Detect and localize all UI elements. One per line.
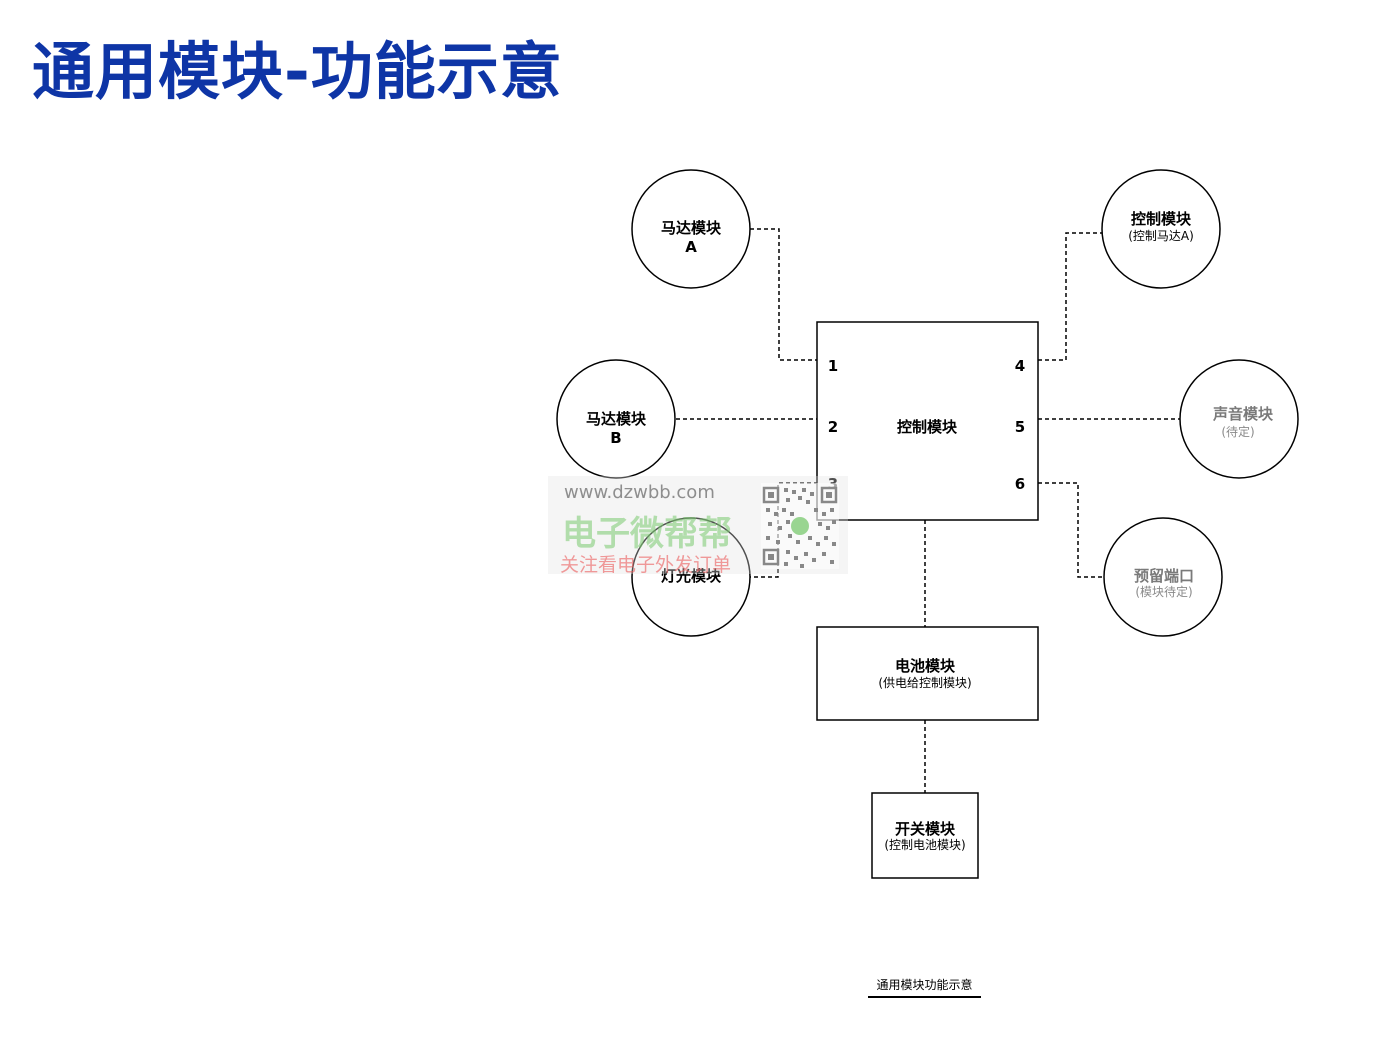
page-title: 通用模块-功能示意 bbox=[32, 35, 563, 108]
connector-port4-ctrl-ext bbox=[1038, 232, 1102, 361]
watermark-slogan: 关注看电子外发订单 bbox=[560, 554, 732, 576]
sound-name: 声音模块 bbox=[1212, 405, 1274, 423]
control-module-box bbox=[816, 321, 1039, 521]
control-module-label: 控制模块 bbox=[897, 418, 958, 436]
light-circle bbox=[631, 517, 751, 637]
battery-box bbox=[816, 626, 1039, 721]
node-control-external: 控制模块 (控制马达A) bbox=[1101, 169, 1221, 289]
motor-a-circle bbox=[631, 169, 751, 289]
watermark-url: www.dzwbb.com bbox=[564, 482, 715, 503]
port-2-label: 2 bbox=[828, 418, 838, 436]
motor-b-sub: B bbox=[610, 429, 621, 447]
port-6-label: 6 bbox=[1015, 475, 1025, 493]
connector-port1-motor-a bbox=[750, 228, 818, 361]
connector-port6-reserved bbox=[1038, 482, 1104, 578]
node-battery: 电池模块 (供电给控制模块) bbox=[816, 626, 1039, 721]
reserved-sub: (模块待定) bbox=[1135, 584, 1192, 599]
ctrl-ext-circle bbox=[1101, 169, 1221, 289]
light-name: 灯光模块 bbox=[661, 567, 722, 585]
port-5-label: 5 bbox=[1015, 418, 1025, 436]
port-1-label: 1 bbox=[828, 357, 838, 375]
switch-name: 开关模块 bbox=[895, 820, 956, 838]
node-light: 灯光模块 bbox=[631, 517, 751, 637]
reserved-name: 预留端口 bbox=[1134, 567, 1194, 585]
node-motor-a: 马达模块 A bbox=[631, 169, 751, 289]
figure-caption: 通用模块功能示意 bbox=[868, 976, 981, 998]
sound-sub: (待定) bbox=[1221, 424, 1254, 439]
switch-box bbox=[871, 792, 979, 879]
sound-circle bbox=[1179, 359, 1299, 479]
motor-b-circle bbox=[556, 359, 676, 479]
switch-sub: (控制电池模块) bbox=[884, 838, 965, 852]
motor-a-name: 马达模块 bbox=[661, 219, 722, 237]
qr-code-icon bbox=[761, 483, 839, 569]
port-4-label: 4 bbox=[1015, 357, 1025, 375]
node-reserved-port: 预留端口 (模块待定) bbox=[1103, 517, 1223, 637]
watermark: www.dzwbb.com 电子微帮帮 关注看电子外发订单 bbox=[548, 476, 848, 576]
node-sound: 声音模块 (待定) bbox=[1179, 359, 1299, 479]
watermark-brand: 电子微帮帮 bbox=[562, 514, 732, 554]
motor-a-sub: A bbox=[685, 238, 697, 256]
motor-b-name: 马达模块 bbox=[586, 410, 647, 428]
center-control-module: 控制模块 1 2 3 4 5 6 bbox=[816, 321, 1039, 521]
battery-sub: (供电给控制模块) bbox=[878, 676, 971, 690]
node-switch: 开关模块 (控制电池模块) bbox=[871, 792, 979, 879]
battery-name: 电池模块 bbox=[895, 657, 956, 675]
ctrl-ext-sub: (控制马达A) bbox=[1128, 229, 1194, 243]
ctrl-ext-name: 控制模块 bbox=[1131, 210, 1192, 228]
reserved-circle bbox=[1103, 517, 1223, 637]
node-motor-b: 马达模块 B bbox=[556, 359, 676, 479]
